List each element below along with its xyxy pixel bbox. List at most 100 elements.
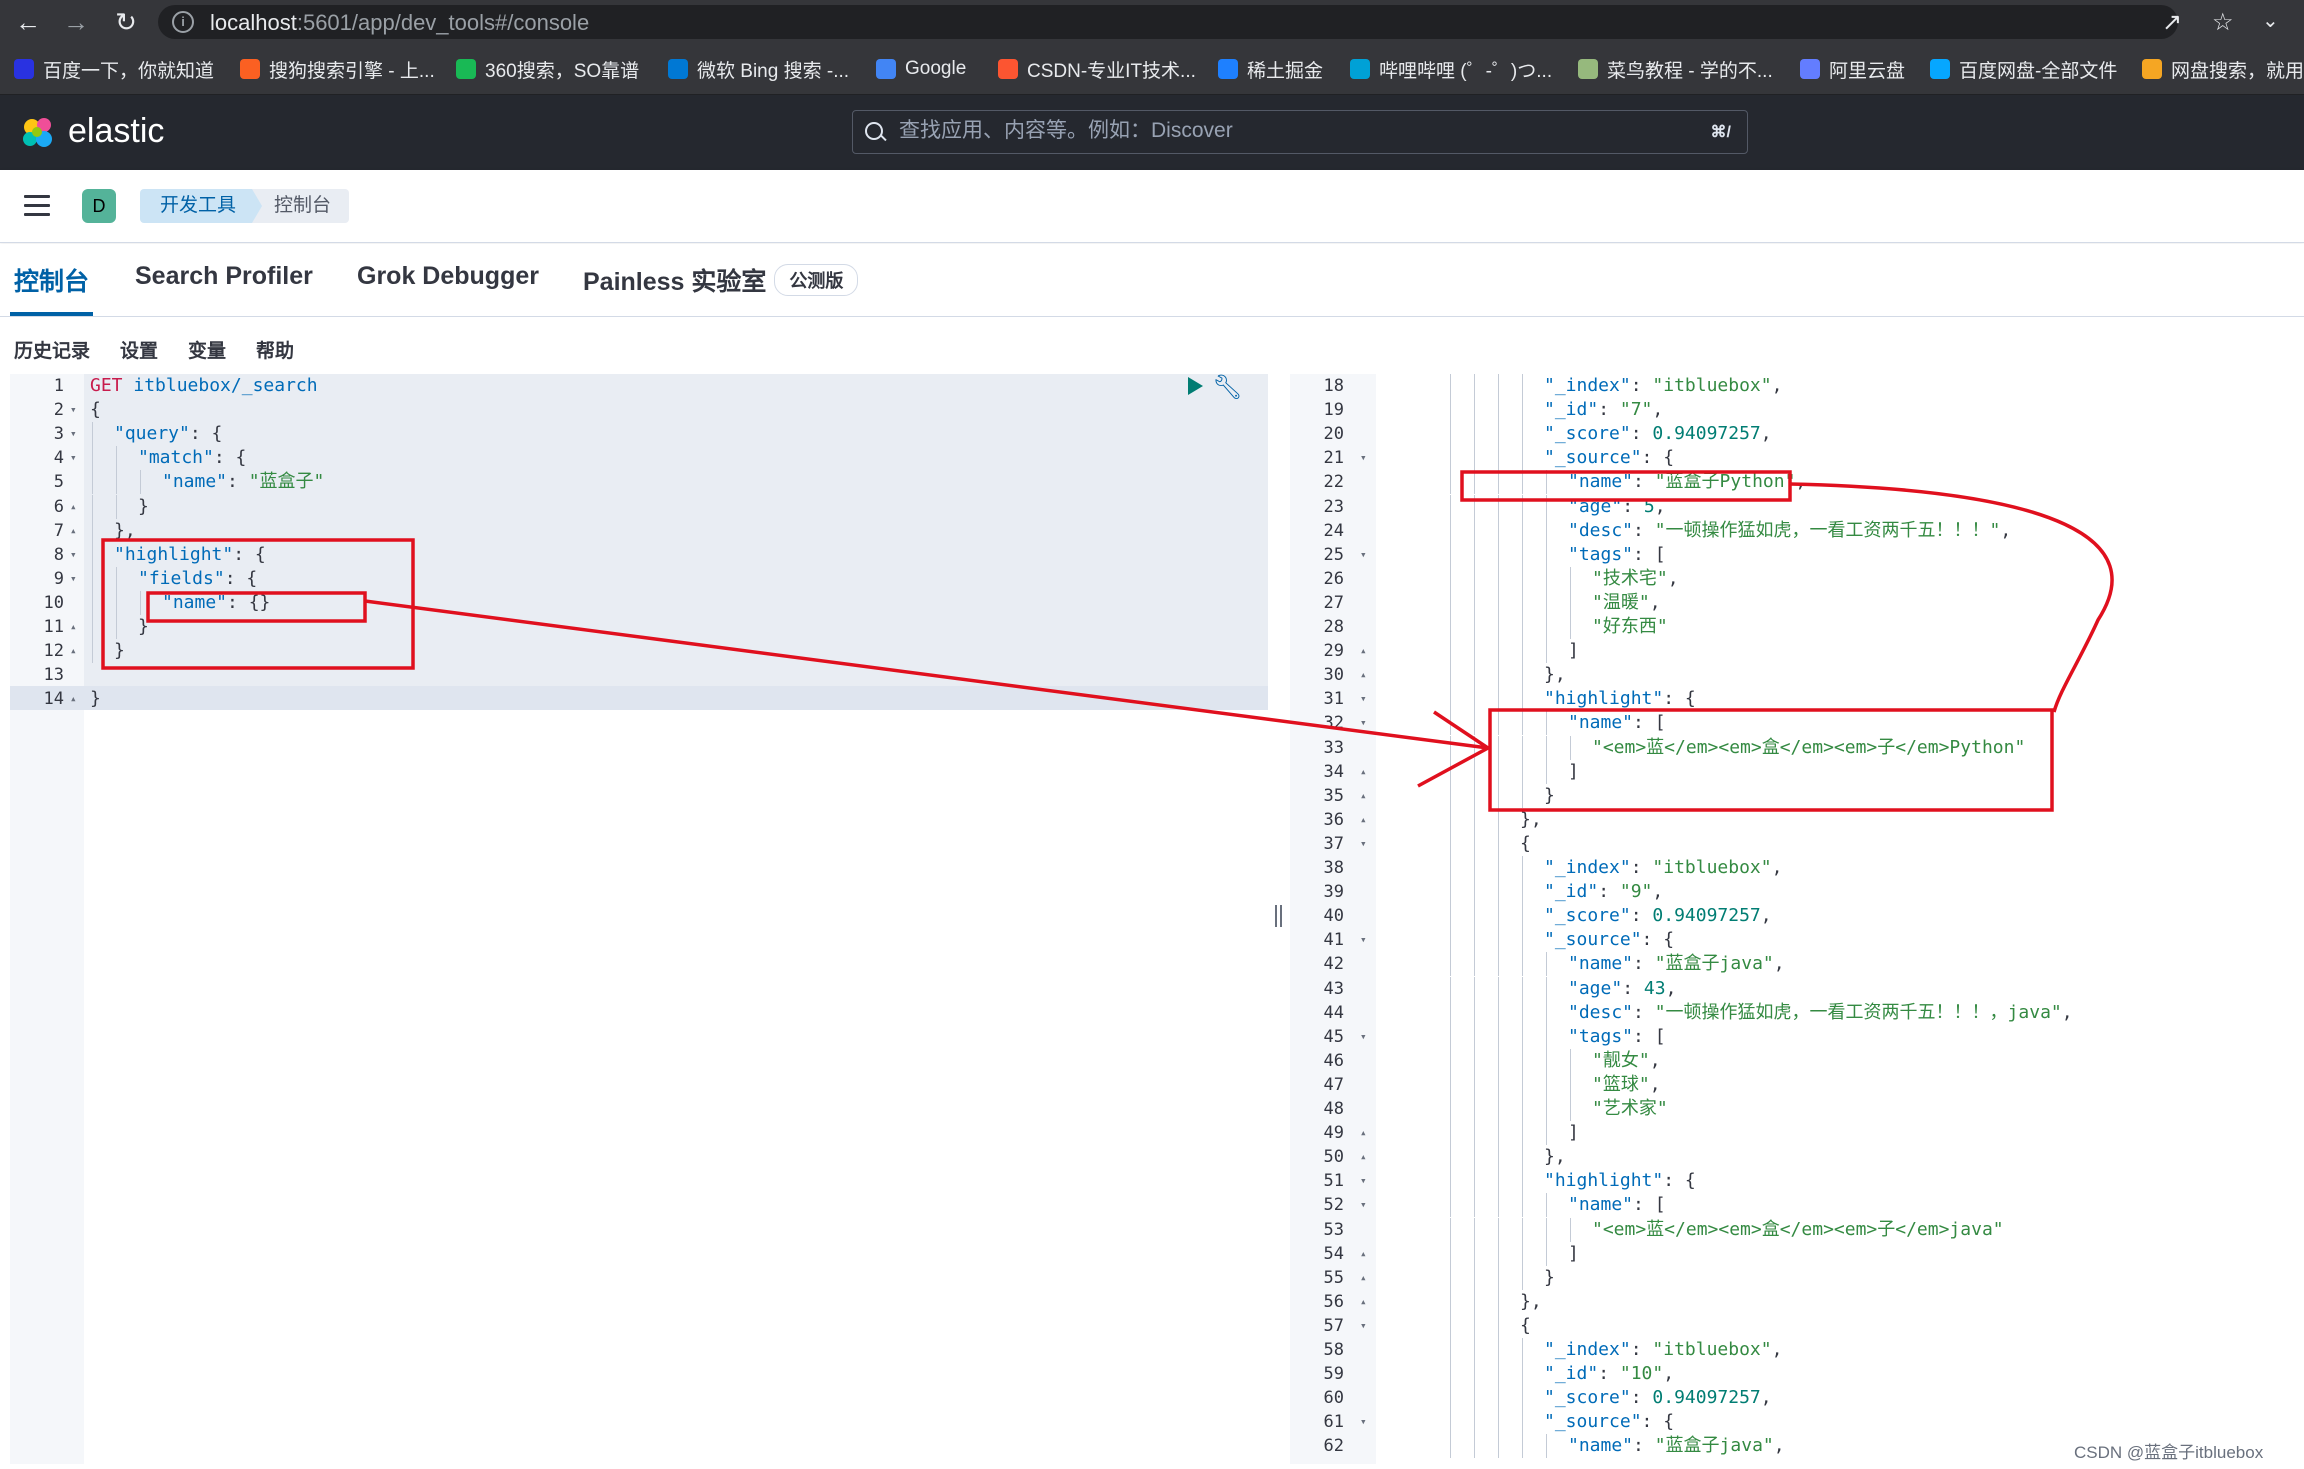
indent-guide — [1474, 1048, 1475, 1073]
global-search[interactable]: ⌘/ — [852, 110, 1748, 154]
fold-up-icon[interactable]: ▴ — [1360, 788, 1367, 802]
url-text[interactable]: localhost:5601/app/dev_tools#/console — [210, 11, 589, 35]
bookmark-item[interactable]: 阿里云盘 — [1800, 57, 1905, 82]
token-plain: : — [1598, 399, 1620, 421]
fold-down-icon[interactable]: ▾ — [70, 403, 77, 417]
fold-up-icon[interactable]: ▴ — [1360, 812, 1367, 826]
bookmark-item[interactable]: CSDN-专业IT技术... — [998, 57, 1196, 82]
fold-down-icon[interactable]: ▾ — [1360, 1029, 1367, 1043]
bookmark-star-icon[interactable]: ☆ — [2212, 9, 2234, 36]
indent-guide — [1546, 470, 1547, 495]
menu-settings[interactable]: 设置 — [120, 341, 159, 362]
bookmark-item[interactable]: 百度网盘-全部文件 — [1930, 57, 2117, 82]
fold-up-icon[interactable]: ▴ — [70, 499, 77, 513]
fold-down-icon[interactable]: ▾ — [1360, 1198, 1367, 1212]
token-plain — [123, 375, 134, 396]
360-icon — [456, 59, 476, 79]
token-key: "fields" — [138, 567, 225, 589]
breadcrumb-dev-tools[interactable]: 开发工具 — [140, 189, 263, 223]
bookmark-item[interactable]: Google — [876, 57, 966, 81]
fold-down-icon[interactable]: ▾ — [70, 547, 77, 561]
tab-painless-lab[interactable]: Painless 实验室公测版 — [583, 262, 859, 316]
indent-guide — [1450, 687, 1451, 712]
tab-search-profiler[interactable]: Search Profiler — [135, 262, 313, 290]
fold-up-icon[interactable]: ▴ — [1360, 644, 1367, 658]
fold-down-icon[interactable]: ▾ — [1360, 451, 1367, 465]
run-request-icon[interactable] — [1188, 377, 1203, 395]
fold-up-icon[interactable]: ▴ — [1360, 1270, 1367, 1284]
line-number: 44 — [1323, 1002, 1344, 1023]
fold-down-icon[interactable]: ▾ — [70, 427, 77, 441]
share-icon[interactable]: ↗ — [2162, 9, 2183, 36]
wrench-icon[interactable]: 🔧︎ — [1212, 373, 1243, 401]
token-plain: : { — [213, 447, 247, 469]
fold-down-icon[interactable]: ▾ — [1360, 1415, 1367, 1429]
indent-guide — [1522, 1072, 1523, 1097]
tab-console[interactable]: 控制台 — [9, 262, 94, 316]
elastic-logo-icon[interactable] — [20, 115, 56, 151]
bookmark-item[interactable]: 百度一下，你就知道 — [14, 57, 214, 82]
fold-down-icon[interactable]: ▾ — [70, 571, 77, 585]
search-input[interactable] — [899, 119, 1679, 143]
fold-up-icon[interactable]: ▴ — [1360, 1126, 1367, 1140]
token-plain: : { — [233, 543, 266, 565]
tab-grok-debugger[interactable]: Grok Debugger — [357, 262, 539, 290]
code-text: "name": "蓝盒子java", — [1568, 1434, 1785, 1458]
fold-up-icon[interactable]: ▴ — [70, 620, 77, 633]
menu-variables[interactable]: 变量 — [188, 341, 227, 362]
fold-down-icon[interactable]: ▾ — [1360, 547, 1367, 561]
fold-up-icon[interactable]: ▴ — [70, 644, 77, 658]
site-info-icon[interactable]: i — [172, 11, 194, 33]
code-text: } — [138, 615, 149, 639]
space-avatar[interactable]: D — [82, 189, 116, 223]
fold-down-icon[interactable]: ▾ — [1360, 1318, 1367, 1332]
menu-history[interactable]: 历史记录 — [14, 341, 91, 362]
fold-up-icon[interactable]: ▴ — [1360, 764, 1367, 778]
logo-text[interactable]: elastic — [68, 112, 165, 150]
bookmark-item[interactable]: 360搜索，SO靠谱 — [456, 57, 639, 82]
fold-down-icon[interactable]: ▾ — [1360, 716, 1367, 730]
chevron-down-icon[interactable]: ⌄ — [2262, 10, 2279, 32]
fold-up-icon[interactable]: ▴ — [1360, 668, 1367, 682]
menu-icon[interactable] — [24, 195, 50, 217]
beta-badge: 公测版 — [774, 264, 859, 296]
token-key: "_source" — [1544, 1411, 1642, 1433]
code-text: "age": 5, — [1568, 495, 1666, 519]
token-key: "match" — [138, 447, 214, 469]
fold-down-icon[interactable]: ▾ — [1360, 933, 1367, 947]
menu-help[interactable]: 帮助 — [256, 341, 295, 362]
token-plain: : — [227, 471, 249, 493]
indent-guide — [1450, 446, 1451, 471]
resize-handle-icon[interactable] — [1274, 905, 1284, 927]
fold-up-icon[interactable]: ▴ — [70, 692, 77, 706]
indent-guide — [1450, 976, 1451, 1001]
indent-guide — [1450, 1362, 1451, 1387]
indent-guide — [1522, 1338, 1523, 1363]
fold-down-icon[interactable]: ▾ — [1360, 692, 1367, 706]
fold-up-icon[interactable]: ▴ — [1360, 1294, 1367, 1308]
indent-guide — [1522, 880, 1523, 905]
back-arrow-icon[interactable]: ← — [15, 7, 41, 37]
fold-up-icon[interactable]: ▴ — [1360, 1150, 1367, 1164]
response-viewer[interactable]: 18"_index": "itbluebox",19"_id": "7",20"… — [1290, 374, 2304, 1464]
forward-arrow-icon[interactable]: → — [63, 7, 89, 37]
line-number: 50 — [1323, 1147, 1344, 1168]
fold-down-icon[interactable]: ▾ — [1360, 1174, 1367, 1188]
bookmark-item[interactable]: 稀土掘金 — [1218, 57, 1323, 82]
code-line: 58"_index": "itbluebox", — [1290, 1338, 2304, 1363]
bookmark-item[interactable]: 网盘搜索，就用 — [2142, 57, 2304, 82]
fold-down-icon[interactable]: ▾ — [1360, 836, 1367, 850]
code-line: 28"好东西" — [1290, 615, 2304, 640]
code-text: "name": "蓝盒子" — [162, 470, 324, 494]
bookmark-item[interactable]: 微软 Bing 搜索 -... — [668, 57, 849, 82]
bookmark-item[interactable]: 哔哩哔哩 (゜-゜)つ... — [1350, 57, 1552, 82]
reload-icon[interactable]: ↻ — [115, 7, 137, 37]
fold-down-icon[interactable]: ▾ — [70, 451, 77, 465]
bookmark-item[interactable]: 菜鸟教程 - 学的不... — [1578, 57, 1773, 82]
fold-up-icon[interactable]: ▴ — [1360, 1246, 1367, 1260]
fold-up-icon[interactable]: ▴ — [70, 523, 77, 537]
address-bar[interactable]: i localhost:5601/app/dev_tools#/console — [158, 5, 2178, 39]
bookmark-item[interactable]: 搜狗搜索引擎 - 上... — [240, 57, 435, 82]
line-number: 26 — [1323, 568, 1344, 589]
